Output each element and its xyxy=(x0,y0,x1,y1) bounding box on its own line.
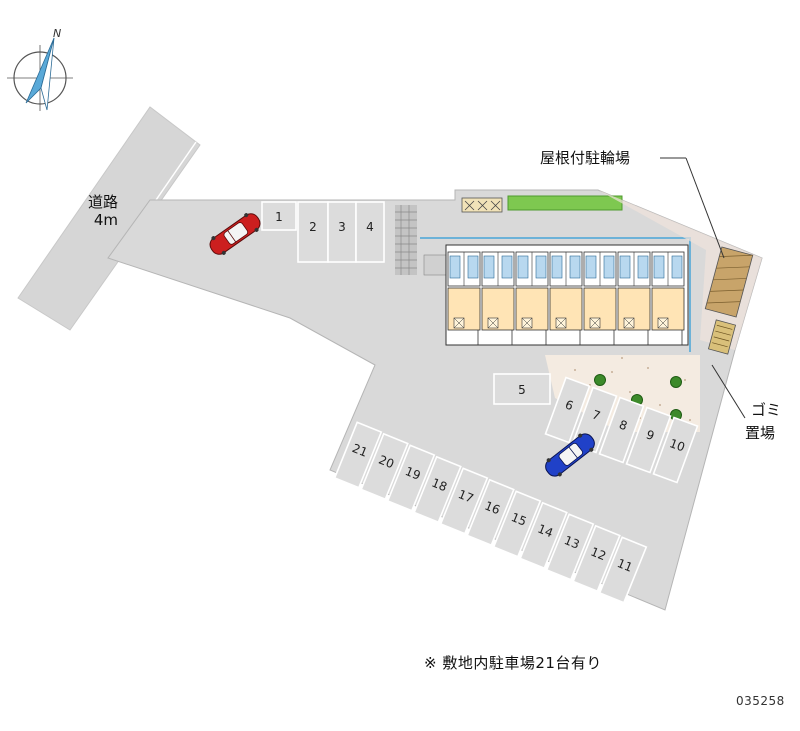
apartment-unit xyxy=(651,251,685,345)
parking-space-20: 20 xyxy=(360,432,409,501)
hedge xyxy=(507,195,623,211)
parking-space-number: 19 xyxy=(403,464,422,483)
parking-space-number: 16 xyxy=(483,499,502,518)
compass-icon: N xyxy=(7,27,73,111)
parking-space-number: 21 xyxy=(350,441,369,460)
parking-space-number: 8 xyxy=(617,417,629,433)
parking-space-1: 1 xyxy=(261,201,297,231)
apartment-building xyxy=(420,237,691,352)
parking-space-6: 6 xyxy=(544,376,591,444)
parking-space-number: 11 xyxy=(615,556,634,575)
parking-space-2: 2 xyxy=(297,201,329,263)
parking-space-17: 17 xyxy=(439,467,489,535)
parking-space-number: 1 xyxy=(275,210,283,224)
parking-space-21: 21 xyxy=(333,421,383,489)
leader-garbage xyxy=(711,364,746,419)
parking-space-number: 12 xyxy=(589,545,608,564)
apartment-unit xyxy=(583,251,617,345)
bike-shelter xyxy=(704,246,754,318)
parking-space-12: 12 xyxy=(572,524,621,593)
parking-space-number: 5 xyxy=(518,383,526,397)
parking-space-number: 13 xyxy=(562,533,581,552)
parking-space-16: 16 xyxy=(466,478,515,547)
property-code: 035258 xyxy=(736,694,785,708)
apartment-unit xyxy=(481,251,515,345)
bike-shelter-label: 屋根付駐輪場 xyxy=(540,149,631,167)
parking-space-number: 4 xyxy=(366,220,374,234)
entrance-paving xyxy=(395,205,447,276)
road-label: 道路 4m xyxy=(88,193,118,229)
utility-box-marks xyxy=(464,200,501,211)
parking-space-number: 15 xyxy=(509,510,528,529)
apartment-unit xyxy=(549,251,583,345)
parking-space-11: 11 xyxy=(598,536,648,604)
apartment-unit xyxy=(515,251,549,345)
parking-space-3: 3 xyxy=(327,201,357,263)
parking-space-number: 10 xyxy=(668,436,687,454)
parking-count-note: ※ 敷地内駐車場21台有り xyxy=(424,654,602,672)
leader-bike-shelter-diag xyxy=(685,157,725,259)
parking-space-8: 8 xyxy=(598,396,645,464)
red-car xyxy=(209,213,261,255)
parking-space-4: 4 xyxy=(355,201,385,263)
parking-space-14: 14 xyxy=(519,501,568,570)
garbage-label-line1: ゴミ xyxy=(751,401,782,419)
parking-space-number: 14 xyxy=(536,522,555,541)
parking-space-5: 5 xyxy=(493,373,551,405)
parking-space-18: 18 xyxy=(413,455,462,524)
road-width: 4m xyxy=(93,211,119,229)
parking-space-number: 3 xyxy=(338,220,346,234)
parking-space-13: 13 xyxy=(545,513,595,581)
parking-space-number: 17 xyxy=(456,487,475,506)
garbage-station-marks xyxy=(712,324,733,348)
blue-car xyxy=(545,433,595,477)
parking-space-number: 2 xyxy=(309,220,317,234)
parking-space-number: 7 xyxy=(590,407,602,423)
road-name: 道路 xyxy=(88,193,119,211)
parking-space-number: 20 xyxy=(377,453,396,472)
garbage-label-line2: 置場 xyxy=(745,424,776,442)
parking-space-number: 6 xyxy=(563,397,575,413)
parking-space-number: 9 xyxy=(644,427,656,443)
parking-space-9: 9 xyxy=(625,406,672,474)
parking-space-19: 19 xyxy=(386,444,436,512)
parking-space-15: 15 xyxy=(492,490,542,558)
road xyxy=(17,106,201,331)
parking-space-number: 18 xyxy=(430,476,449,495)
apartment-unit xyxy=(447,251,481,345)
compass-north-label: N xyxy=(53,27,61,40)
parking-space-10: 10 xyxy=(652,416,699,484)
bike-shelter-hatch xyxy=(706,254,753,304)
apartment-unit xyxy=(617,251,651,345)
